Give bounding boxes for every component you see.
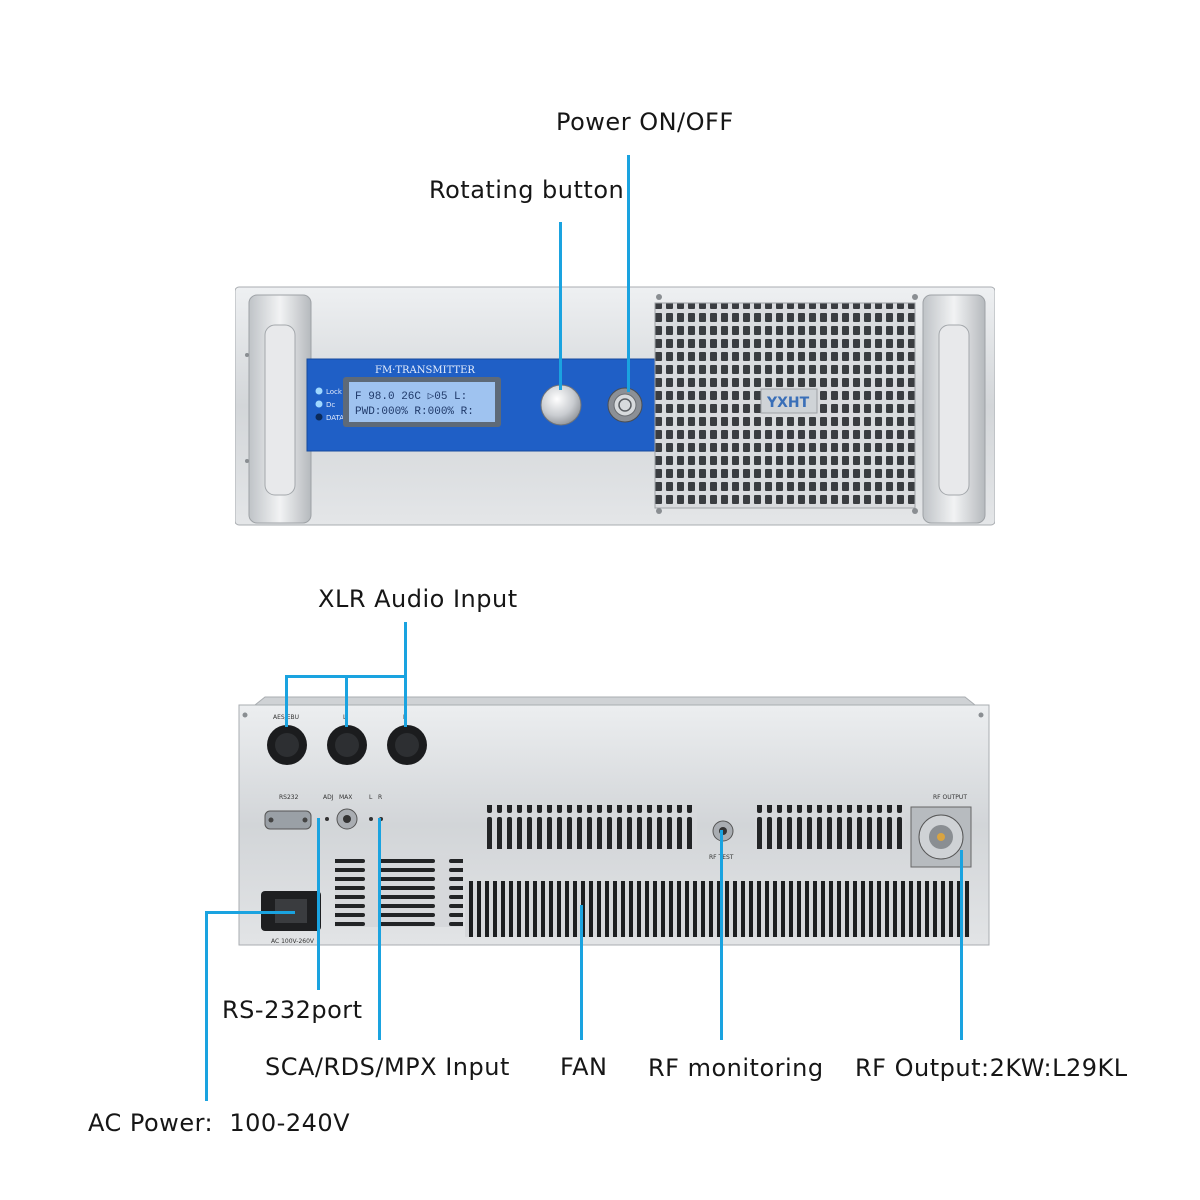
label-xlr-audio-input: XLR Audio Input (318, 585, 518, 613)
max-silk-label: MAX (339, 794, 352, 801)
leader-fan (580, 905, 583, 1040)
l-silk-label: L (369, 794, 373, 801)
ac-silk-label: AC 100V-260V (271, 938, 315, 945)
upper-vent (487, 805, 697, 849)
front-panel-illustration: FM·TRANSMITTER Lock Dc DATA F 98.0 26C ▷… (235, 286, 995, 526)
label-rotating-button: Rotating button (429, 176, 625, 204)
label-fan: FAN (560, 1053, 608, 1081)
leader-xlr-3 (404, 675, 407, 727)
leader-xlr-stem (404, 622, 407, 678)
leader-rf-mon (720, 830, 723, 1040)
label-ac-power: AC Power: 100-240V (88, 1109, 351, 1137)
adj-silk-label: ADJ (323, 794, 334, 801)
label-rs232-port: RS-232port (222, 996, 363, 1024)
indicator-label: Lock (326, 388, 343, 396)
leader-ac-h (205, 911, 295, 914)
brand-logo-text: YXHT (766, 395, 810, 411)
rf-output-silk-label: RF OUTPUT (933, 794, 967, 801)
brand-badge (760, 388, 818, 414)
leader-sca (378, 818, 381, 1040)
label-sca-rds-mpx-input: SCA/RDS/MPX Input (265, 1053, 510, 1081)
rs232-connector (264, 810, 312, 830)
indicator-label: DATA (326, 414, 344, 422)
panel-title-text: FM·TRANSMITTER (375, 365, 475, 376)
leader-power (627, 155, 630, 392)
rotary-knob (540, 384, 582, 426)
leader-ac-v (205, 911, 208, 1101)
leader-xlr-1 (285, 675, 288, 727)
lcd-line-2: PWD:000% R:000% R: (355, 406, 474, 418)
rs232-silk-label: RS232 (279, 794, 299, 801)
label-power-on-off: Power ON/OFF (556, 108, 734, 136)
r-silk-label: R (378, 794, 382, 801)
rear-panel-illustration: AES/EBU L R RS232 ADJ MAX L R AC 100V-26… (238, 696, 990, 946)
label-rf-monitoring: RF monitoring (648, 1054, 824, 1082)
small-vent (335, 855, 463, 927)
indicator-label: Dc (326, 401, 335, 409)
leader-rf-out (960, 850, 963, 1040)
lcd-line-1: F 98.0 26C ▷05 L: (355, 391, 467, 403)
fan-vent (465, 881, 970, 937)
leader-xlr-2 (345, 675, 348, 727)
leader-rotating (559, 222, 562, 390)
label-rf-output: RF Output:2KW:L29KL (855, 1054, 1128, 1082)
leader-rs232 (317, 818, 320, 990)
lcd-screen (349, 382, 495, 422)
